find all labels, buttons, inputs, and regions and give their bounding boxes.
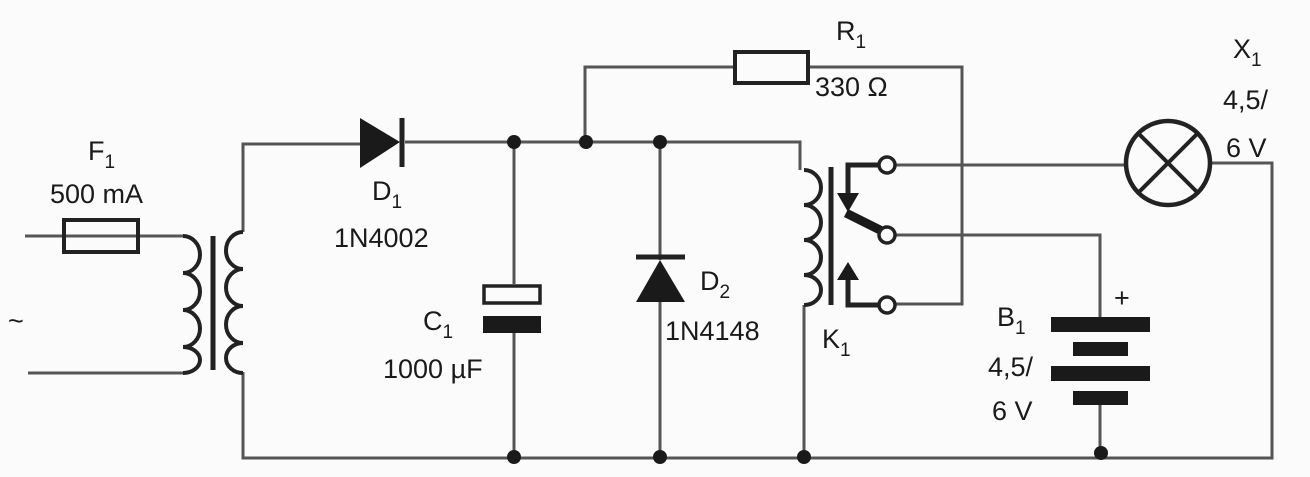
junction-dot: [579, 135, 593, 149]
ac-source-symbol: ~: [8, 306, 24, 336]
diode-d1-ref: D1: [372, 176, 402, 213]
capacitor-value: 1000 µF: [383, 354, 483, 384]
wire-r1-right: [808, 65, 964, 306]
relay-terminal-no: [877, 155, 897, 175]
battery-value-line2: 6 V: [992, 396, 1033, 426]
relay-k1: K1: [803, 155, 897, 361]
transformer: [182, 230, 244, 375]
transformer-primary-coil: [182, 234, 202, 375]
capacitor-negative-plate: [483, 316, 541, 333]
relay-armature: [843, 208, 887, 237]
diode-d1-value: 1N4002: [334, 223, 429, 253]
junctions: [507, 135, 1108, 464]
relay-coil: [803, 168, 823, 307]
relay-ref: K1: [822, 324, 851, 361]
junction-dot: [1094, 446, 1108, 460]
wires: [25, 65, 1274, 460]
lamp-ref: X1: [1233, 34, 1262, 71]
capacitor-positive-plate: [482, 284, 542, 305]
battery-polarity: +: [1114, 283, 1130, 313]
battery-cell-short: [1073, 391, 1128, 405]
relay-upper-contact-arrow: [837, 193, 859, 212]
capacitor-ref: C1: [423, 306, 453, 343]
diode-d2-ref: D2: [700, 266, 730, 303]
lamp-x1: X1 4,5/ 6 V: [1123, 34, 1269, 208]
junction-dot: [653, 450, 667, 464]
battery-b1: + B1 4,5/ 6 V: [988, 283, 1150, 426]
relay-terminal-nc: [877, 295, 897, 315]
battery-cell-long: [1051, 366, 1150, 381]
diode-d1: D1 1N4002: [334, 118, 429, 253]
diode-d2-value: 1N4148: [665, 316, 760, 346]
lamp-cross-b: [1136, 131, 1200, 195]
junction-dot: [507, 135, 521, 149]
relay-upper-contact-lead: [845, 162, 880, 195]
wire-positive-rail: [405, 140, 802, 170]
resistor-value: 330 Ω: [815, 72, 888, 102]
fuse-symbol: [62, 218, 140, 254]
resistor-r1: R1 330 Ω: [733, 16, 888, 102]
lamp-value-line2: 6 V: [1226, 133, 1267, 163]
relay-lower-contact-arrow: [837, 262, 859, 280]
fuse-ref: F1: [88, 136, 115, 173]
relay-lower-contact-lead: [845, 278, 880, 308]
battery-cell-long: [1051, 317, 1150, 332]
relay-terminal-common: [877, 225, 897, 245]
wire-ground-rail: [241, 161, 1274, 460]
diode-d1-symbol: [360, 118, 400, 168]
battery-value-line1: 4,5/: [988, 352, 1034, 382]
lamp-value-line1: 4,5/: [1223, 85, 1269, 115]
battery-ref: B1: [997, 302, 1026, 339]
fuse-value-label: 500 mA: [50, 179, 143, 209]
resistor-symbol: [733, 50, 810, 85]
transformer-secondary-coil: [224, 230, 244, 375]
diode-d2-symbol: [636, 260, 685, 302]
wire-common-battery: [892, 233, 1102, 317]
fuse-f1: F1 500 mA: [50, 136, 143, 254]
wire-secondary-top: [241, 142, 360, 232]
wire-r1-left: [583, 65, 735, 142]
resistor-ref: R1: [836, 16, 866, 53]
battery-cell-short: [1073, 342, 1128, 356]
junction-dot: [653, 135, 667, 149]
diode-d2: D2 1N4148: [636, 254, 760, 346]
junction-dot: [797, 450, 811, 464]
capacitor-c1: C1 1000 µF: [383, 284, 542, 384]
junction-dot: [507, 450, 521, 464]
